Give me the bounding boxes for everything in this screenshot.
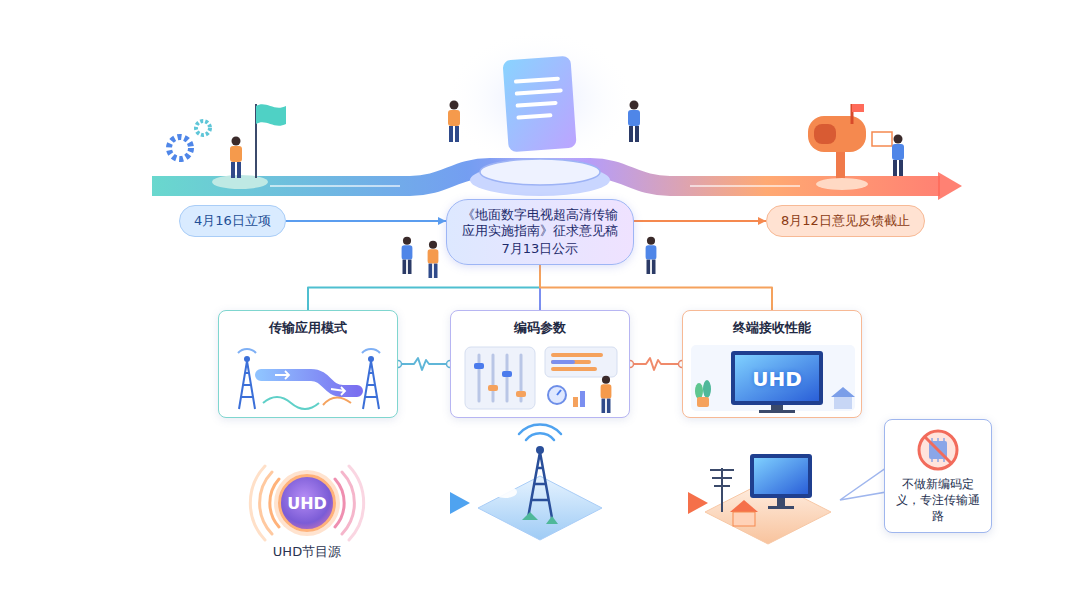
connector-line — [286, 220, 446, 222]
document-title: 《地面数字电视超高清传输应用实施指南》征求意见稿 — [457, 207, 623, 239]
card-title: 编码参数 — [457, 319, 623, 337]
milestone-text: 4月16日立项 — [194, 212, 271, 230]
mailbox-figure — [808, 104, 904, 190]
document-icon — [445, 30, 635, 196]
topic-card: 编码参数 — [450, 310, 630, 418]
topic-card: 终端接收性能 UHD — [682, 310, 862, 418]
connector-line — [398, 358, 450, 370]
signal-waves — [250, 466, 363, 540]
callout-box: 不做新编码定义，专注传输通路 — [884, 419, 992, 533]
source-circle: UHDUHD节目源 — [278, 474, 336, 532]
connector — [308, 265, 540, 310]
tower-platform — [478, 425, 602, 540]
card-title: 传输应用模式 — [225, 319, 391, 337]
callout-pointer — [840, 468, 886, 500]
draft-pill: 《地面数字电视超高清传输应用实施指南》征求意见稿 7月13日公示 — [446, 199, 634, 265]
connector — [395, 358, 454, 370]
milestone-figure — [169, 104, 286, 189]
callout-text: 不做新编码定义，专注传输通路 — [891, 476, 985, 524]
connector — [286, 221, 446, 222]
receiver-platform — [705, 454, 831, 544]
connector — [540, 265, 772, 310]
milestone-pill: 4月16日立项 — [179, 205, 286, 237]
topic-card: 传输应用模式 — [218, 310, 398, 418]
no-codec-icon — [885, 420, 993, 476]
source-mark: UHD — [287, 494, 327, 513]
connector-line — [540, 265, 772, 310]
publish-date: 7月13日公示 — [457, 241, 623, 257]
milestone-text: 8月12日意见反馈截止 — [781, 212, 910, 230]
screen-label: UHD — [735, 367, 819, 391]
connector-line — [634, 220, 766, 222]
source-caption: UHD节目源 — [273, 543, 341, 561]
connector-line — [630, 358, 682, 370]
people-figures — [402, 101, 657, 279]
milestone-pill: 8月12日意见反馈截止 — [766, 205, 925, 237]
connector-line — [308, 265, 540, 310]
card-title: 终端接收性能 — [689, 319, 855, 337]
connector — [634, 221, 766, 222]
connector — [627, 358, 686, 370]
